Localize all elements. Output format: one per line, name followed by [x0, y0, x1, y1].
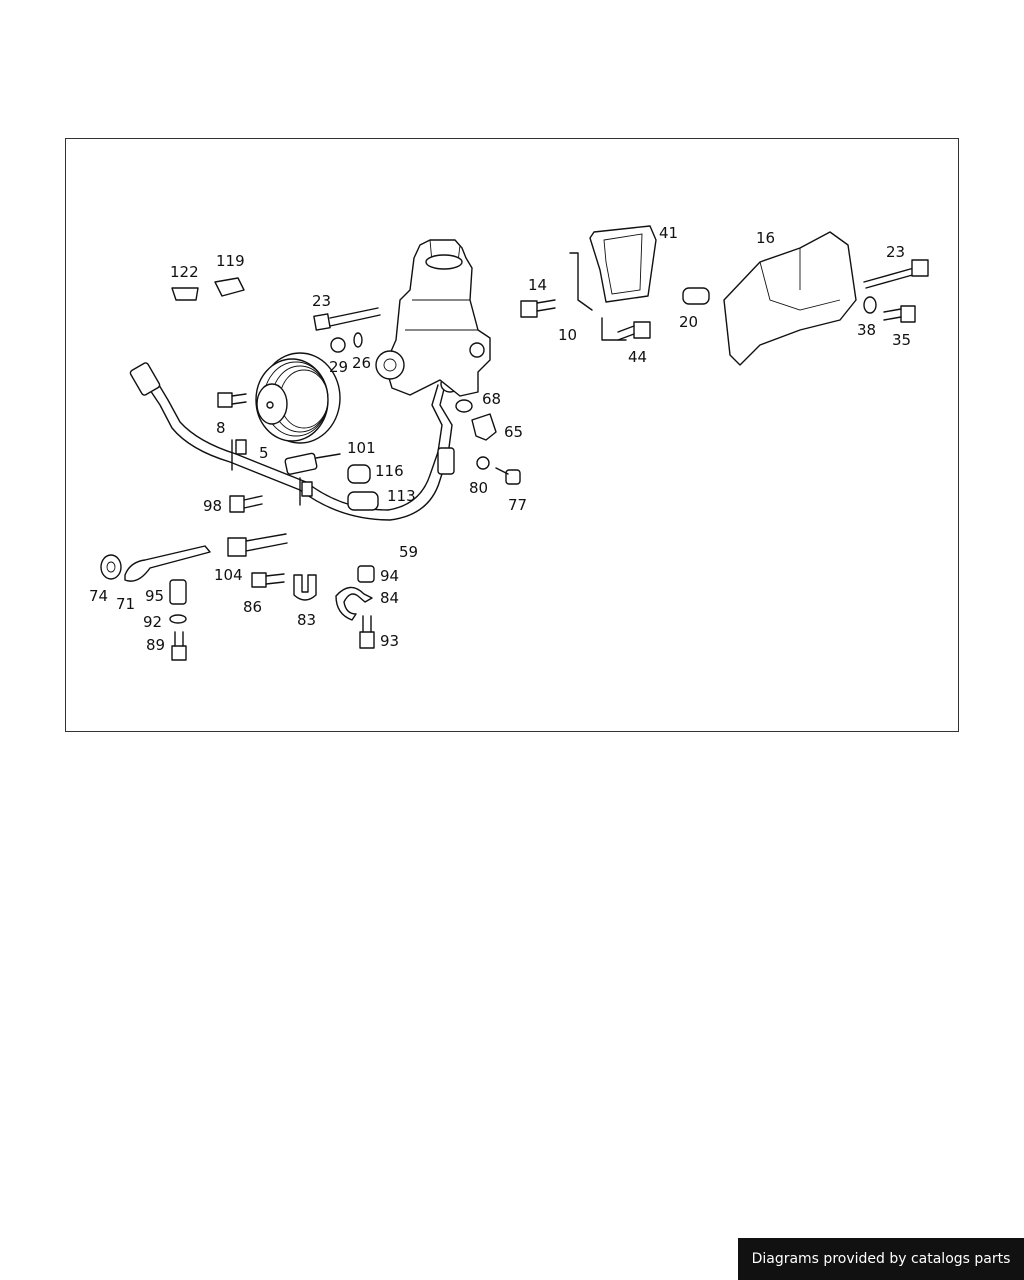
callout-94: 94	[380, 567, 399, 585]
credit-text: Diagrams provided by catalogs parts	[751, 1251, 1011, 1267]
mounting-brackets	[520, 225, 929, 366]
callout-38: 38	[857, 321, 876, 339]
callout-80: 80	[469, 479, 488, 497]
callout-101: 101	[347, 439, 376, 457]
callout-119: 119	[216, 252, 245, 270]
callout-29: 29	[329, 358, 348, 376]
callout-116: 116	[375, 462, 404, 480]
callout-113: 113	[387, 487, 416, 505]
power-steering-pump	[375, 239, 491, 397]
callout-86: 86	[243, 598, 262, 616]
callout-84: 84	[380, 589, 399, 607]
callout-26: 26	[352, 354, 371, 372]
callout-74: 74	[89, 587, 108, 605]
callout-77: 77	[508, 496, 527, 514]
callout-14: 14	[528, 276, 547, 294]
callout-68: 68	[482, 390, 501, 408]
callout-20: 20	[679, 313, 698, 331]
callout-8: 8	[216, 419, 226, 437]
callout-35: 35	[892, 331, 911, 349]
callout-23-right: 23	[886, 243, 905, 261]
callout-5: 5	[259, 444, 269, 462]
callout-44: 44	[628, 348, 647, 366]
callout-95: 95	[145, 587, 164, 605]
callout-93: 93	[380, 632, 399, 650]
callout-10: 10	[558, 326, 577, 344]
callout-16: 16	[756, 229, 775, 247]
callout-41: 41	[659, 224, 678, 242]
callout-98: 98	[203, 497, 222, 515]
callout-65: 65	[504, 423, 523, 441]
callout-59: 59	[399, 543, 418, 561]
callout-122: 122	[170, 263, 199, 281]
callout-89: 89	[146, 636, 165, 654]
callout-labels: 122 119 23 29 26 8 5 101 116 113 98 59 1…	[89, 224, 911, 654]
callout-92: 92	[143, 613, 162, 631]
callout-83: 83	[297, 611, 316, 629]
diagram-frame	[65, 138, 959, 732]
callout-104: 104	[214, 566, 243, 584]
callout-23: 23	[312, 292, 331, 310]
callout-71: 71	[116, 595, 135, 613]
pulley	[255, 352, 341, 444]
credit-badge: Diagrams provided by catalogs parts	[738, 1238, 1024, 1280]
hardware-parts	[100, 277, 521, 661]
